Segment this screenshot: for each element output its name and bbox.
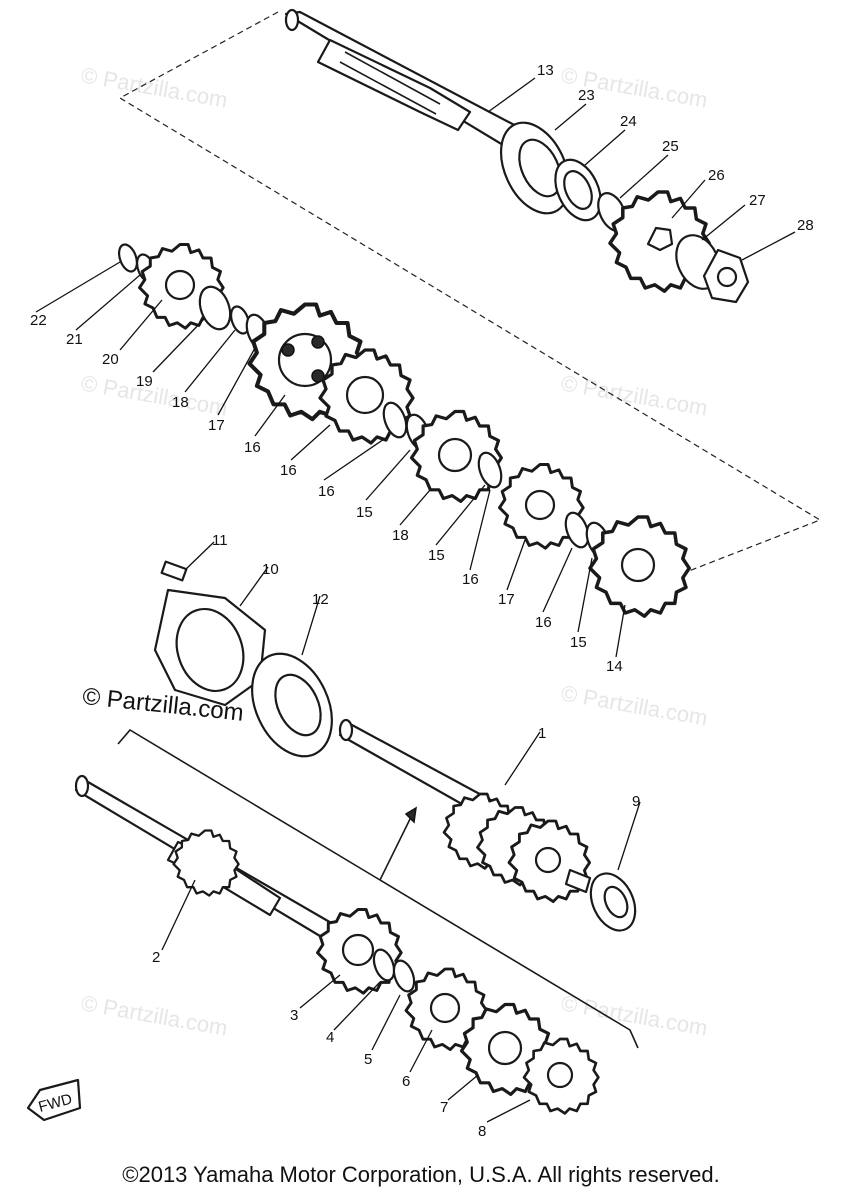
fwd-arrow: FWD (26, 1078, 82, 1122)
callout-32: 28 (797, 217, 814, 234)
drive-axle-assembly (284, 8, 750, 304)
callout-24: 20 (102, 351, 119, 368)
callout-16-a: 16 (318, 483, 335, 500)
callout-19: 16 (280, 462, 297, 479)
callout-15-b: 15 (428, 547, 445, 564)
copyright-footer: ©2013 Yamaha Motor Corporation, U.S.A. A… (122, 1162, 720, 1187)
callout-31: 27 (749, 192, 766, 209)
circlip-16a (382, 401, 408, 439)
callout-17: 17 (498, 591, 515, 608)
callout-30: 26 (708, 167, 725, 184)
watermark-3: © Partzilla.com (79, 370, 229, 420)
callout-11: 11 (212, 532, 228, 549)
callout-8: 8 (478, 1123, 486, 1140)
callout-25: 21 (66, 331, 83, 348)
watermark-4: © Partzilla.com (559, 370, 709, 420)
callout-14: 14 (606, 658, 623, 675)
bearing-plate-group (153, 560, 333, 758)
callout-26: 22 (30, 312, 47, 329)
callout-20: 16 (244, 439, 261, 456)
callout-22: 18 (172, 394, 189, 411)
lower-axle-assembly (74, 774, 600, 1115)
watermark-6: © Partzilla.com (79, 990, 229, 1040)
callout-21: 17 (208, 417, 225, 434)
callout-12: 12 (312, 591, 329, 608)
callout-10: 10 (262, 561, 279, 578)
callout-3: 3 (290, 1007, 298, 1024)
callout-18: 18 (392, 527, 409, 544)
circlip-26 (117, 243, 139, 273)
callout-15-a: 15 (356, 504, 373, 521)
circlip-16c (564, 511, 590, 549)
callout-29: 25 (662, 138, 679, 155)
callout-23: 19 (136, 373, 153, 390)
washer-22 (229, 305, 251, 335)
watermark-1: © Partzilla.com (79, 62, 229, 112)
callout-28: 24 (620, 113, 637, 130)
bolt-11 (160, 560, 188, 582)
callout-6: 6 (402, 1073, 410, 1090)
callout-4: 4 (326, 1029, 334, 1046)
callout-7: 7 (440, 1099, 448, 1116)
bushing-23 (198, 285, 232, 331)
gear-train-assembly (117, 243, 691, 618)
main-axle-assembly (338, 718, 637, 932)
washer-15b (477, 451, 503, 489)
callout-2: 2 (152, 949, 160, 966)
washer-5 (392, 959, 416, 993)
leader-lines (35, 77, 796, 1123)
callout-27: 23 (578, 87, 595, 104)
callout-9: 9 (632, 793, 640, 810)
circlip-4 (372, 948, 396, 982)
watermark-7: © Partzilla.com (559, 990, 709, 1040)
watermark-5: © Partzilla.com (559, 680, 709, 730)
assembly-outline (118, 11, 822, 591)
callout-5: 5 (364, 1051, 372, 1068)
callout-15-c: 15 (570, 634, 587, 651)
callout-1: 1 (538, 725, 546, 742)
callout-16-c: 16 (535, 614, 552, 631)
callout-13: 13 (537, 62, 554, 79)
assembly-bracket (117, 728, 639, 1049)
callout-numbers: 13 23 24 25 26 27 28 22 21 20 19 18 17 1… (30, 62, 814, 1140)
callout-16-b: 16 (462, 571, 479, 588)
